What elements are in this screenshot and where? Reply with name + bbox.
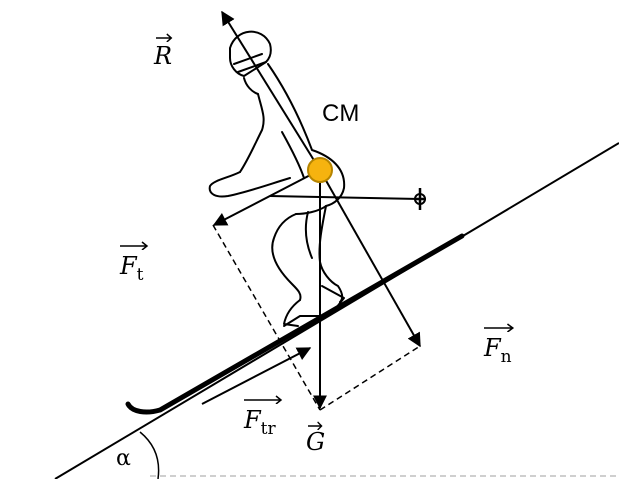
- vector-reaction: [221, 10, 321, 171]
- label-tangential-force: Ft: [120, 241, 149, 285]
- ski-pole: [269, 195, 421, 200]
- vector-tangential: [212, 169, 321, 226]
- label-normal-force: Fn: [484, 323, 515, 367]
- angle-arc: [139, 431, 160, 479]
- label-angle-alpha: α: [116, 446, 131, 471]
- pole-basket-ring: [414, 193, 426, 205]
- label-friction-force: Ftr: [244, 395, 283, 439]
- vector-friction: [201, 347, 312, 405]
- slope-line: [54, 142, 619, 479]
- vector-normal: [319, 169, 421, 348]
- center-of-mass-dot: [307, 157, 333, 183]
- skier-figure: [208, 30, 346, 327]
- label-reaction: R: [154, 33, 173, 75]
- label-gravity: G: [306, 421, 325, 461]
- component-guides: [212, 224, 421, 411]
- label-center-of-mass: CM: [322, 100, 360, 127]
- ski: [125, 233, 465, 415]
